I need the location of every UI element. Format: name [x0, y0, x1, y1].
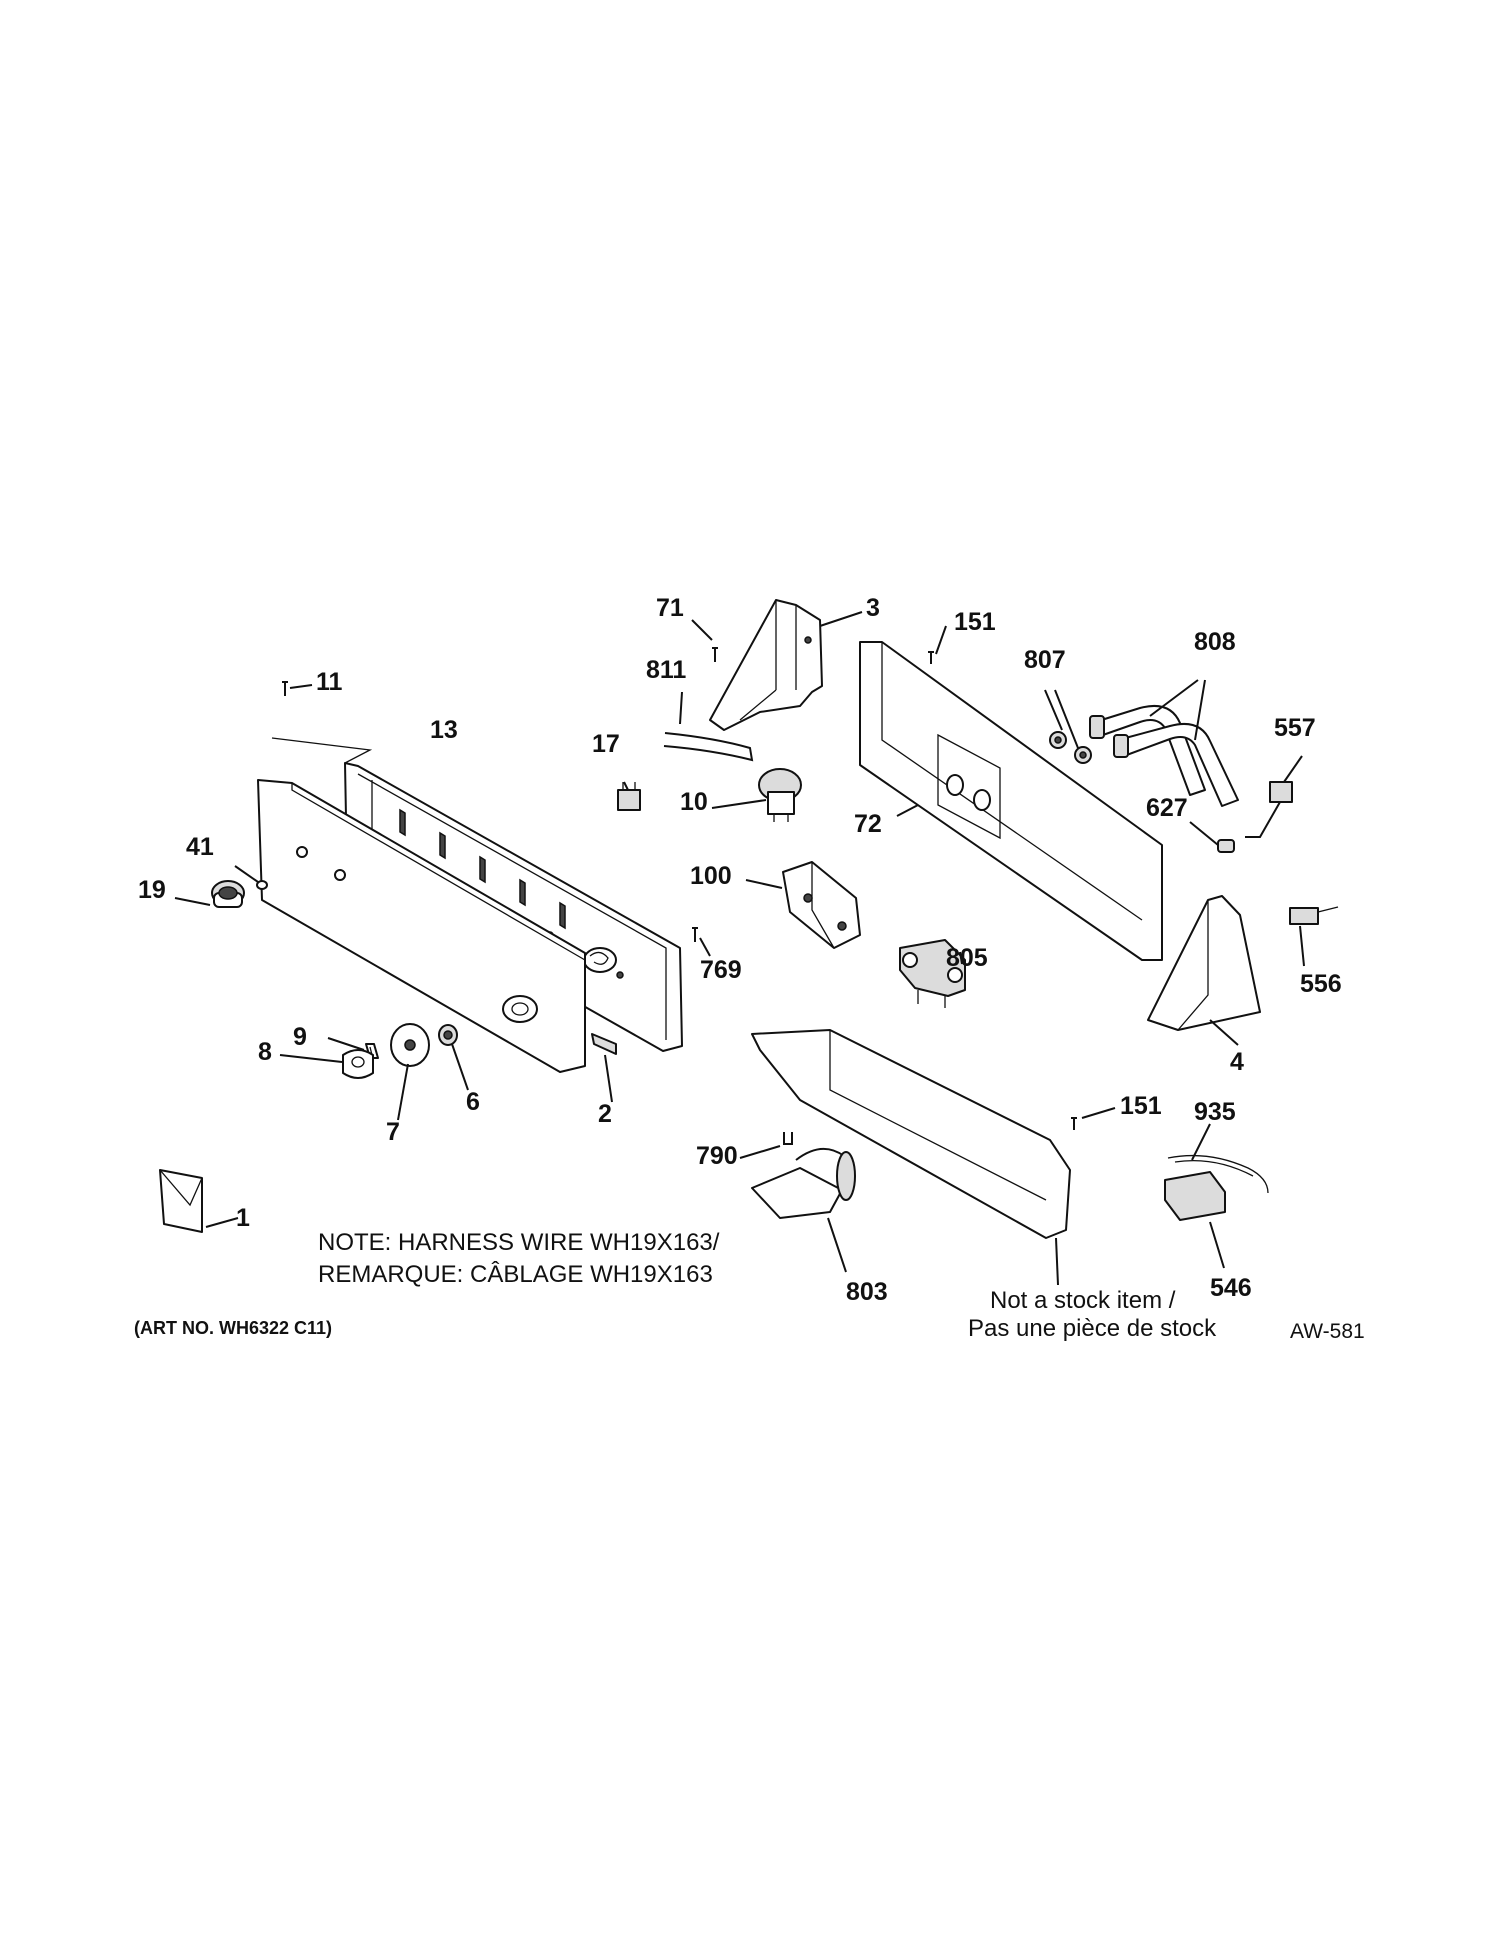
pressure-switch: [758, 768, 802, 822]
center-parts: [617, 599, 966, 1219]
callout-769: 769: [700, 956, 742, 984]
callout-71: 71: [656, 594, 684, 622]
callout-9: 9: [293, 1023, 307, 1051]
screw: [282, 681, 288, 696]
hinge-bracket: [709, 599, 823, 731]
hose-washers: [1049, 731, 1092, 764]
notes: NOTE: HARNESS WIRE WH19X163/ REMARQUE: C…: [134, 1229, 1365, 1343]
callout-790: 790: [696, 1142, 738, 1170]
callout-19: 19: [138, 876, 166, 904]
harness-note-en: NOTE: HARNESS WIRE WH19X163/: [318, 1229, 720, 1256]
callout-13: 13: [430, 716, 458, 744]
grommet: [1217, 839, 1235, 853]
diagram-code: AW-581: [1290, 1320, 1365, 1343]
fill-hoses: [1089, 704, 1239, 807]
art-number: (ART NO. WH6322 C11): [134, 1318, 332, 1338]
callout-557: 557: [1274, 714, 1316, 742]
callout-805: 805: [946, 944, 988, 972]
bracket-screw: [712, 647, 718, 662]
callout-2: 2: [598, 1100, 612, 1128]
timer-dial: [390, 1023, 430, 1067]
panel-bracket: [591, 1033, 617, 1055]
callout-546: 546: [1210, 1274, 1252, 1302]
callout-627: 627: [1146, 794, 1188, 822]
callout-151-top: 151: [954, 608, 996, 636]
callout-8: 8: [258, 1038, 272, 1066]
hose-clamp: [783, 1132, 793, 1145]
right-parts: [751, 641, 1339, 1239]
callout-4: 4: [1230, 1048, 1244, 1076]
back-panel-screw: [928, 651, 934, 664]
temperature-sensor: [1245, 781, 1293, 838]
callout-72: 72: [854, 810, 882, 838]
not-stock-item-en: Not a stock item /: [990, 1287, 1176, 1314]
pressure-hose: [663, 732, 754, 762]
leader-lines: [174, 611, 1305, 1286]
callout-811: 811: [646, 656, 686, 684]
harness-note-fr: REMARQUE: CÂBLAGE WH19X163: [318, 1261, 713, 1288]
timer: [782, 861, 861, 949]
timer-knob: [342, 1049, 374, 1079]
callout-17: 17: [592, 730, 620, 758]
callout-7: 7: [386, 1118, 400, 1146]
callout-807: 807: [1024, 646, 1066, 674]
callout-556: 556: [1300, 970, 1342, 998]
wire-harness: [1164, 1154, 1269, 1221]
side-bracket: [1147, 895, 1261, 1031]
lid-switch: [617, 782, 641, 811]
support-screw: [1071, 1117, 1077, 1130]
callout-10: 10: [680, 788, 708, 816]
callout-151-bottom: 151: [1120, 1092, 1162, 1120]
knob-assembly: [159, 681, 458, 1233]
knob-clip: [256, 880, 268, 890]
callout-3: 3: [866, 594, 880, 622]
inlet-hose-bracket: [751, 1148, 856, 1219]
base-support: [751, 1029, 1071, 1239]
control-panel-assembly: [257, 737, 683, 1073]
callout-11: 11: [316, 668, 343, 696]
level-sensor: [1289, 906, 1339, 925]
water-valve: [899, 939, 966, 1008]
rear-panel-knob-mount: [583, 947, 617, 973]
timer-screw: [692, 927, 698, 942]
callout-100: 100: [690, 862, 732, 890]
timer-opening: [502, 995, 538, 1023]
literature-envelope: [159, 1169, 203, 1233]
timer-nut: [438, 1024, 458, 1046]
back-panel-inlet-plate: [937, 733, 1001, 840]
back-panel: [859, 641, 1163, 961]
callout-1: 1: [236, 1204, 250, 1232]
callout-935: 935: [1194, 1098, 1236, 1126]
knob: [211, 880, 245, 908]
callouts: 11 13 41 19 9 8 7 6 2 1 71 3 811 17 10 1…: [138, 594, 1342, 1306]
callout-6: 6: [466, 1088, 480, 1116]
callout-808: 808: [1194, 628, 1236, 656]
callout-803: 803: [846, 1278, 888, 1306]
not-stock-item-fr: Pas une pièce de stock: [968, 1315, 1217, 1342]
callout-41: 41: [186, 833, 214, 861]
